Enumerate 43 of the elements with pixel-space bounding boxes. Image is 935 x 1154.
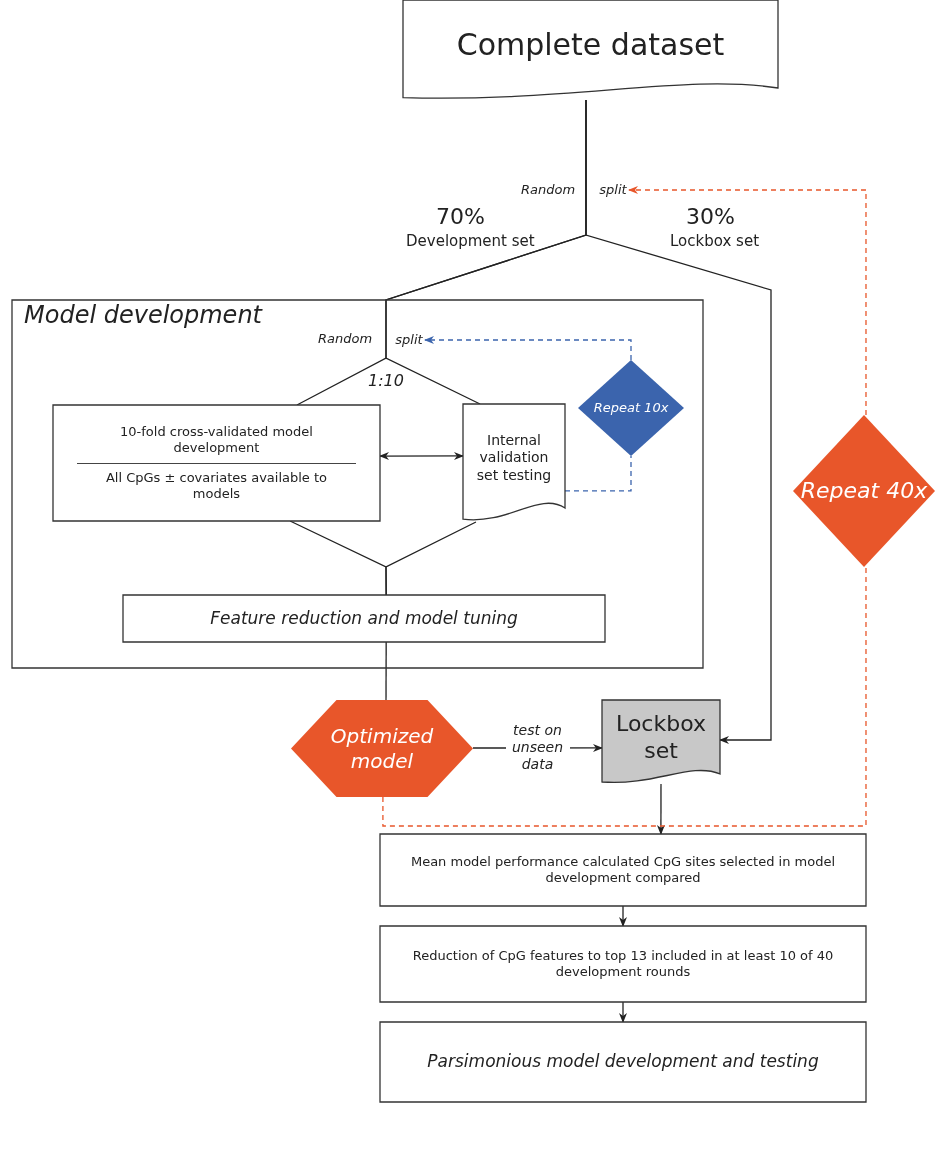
group-panel	[12, 300, 703, 668]
branch-label: Development set	[406, 232, 535, 250]
decision-diamond	[578, 360, 684, 456]
connector-line	[385, 641, 387, 701]
process-box	[53, 405, 380, 521]
split-label: Random	[318, 331, 373, 346]
node-title: Internal validation set testing	[475, 431, 553, 485]
decision-diamond	[793, 415, 935, 567]
split-label: split	[395, 331, 423, 349]
split-label: Random	[521, 182, 576, 197]
document-shape	[403, 0, 778, 100]
process-box	[380, 926, 866, 1002]
process-box	[123, 595, 605, 642]
connector-line	[385, 521, 477, 596]
node-title: Lockbox set	[615, 709, 707, 765]
connector-line	[656, 783, 665, 835]
hexagon-shape	[291, 700, 473, 797]
process-box	[380, 834, 866, 906]
ratio-label: 1:10	[368, 371, 404, 390]
node-title: 10-fold cross-validated model development	[119, 424, 314, 457]
connector-line	[379, 451, 464, 461]
dashed-arrow	[424, 336, 632, 361]
document-shape	[602, 700, 720, 784]
connector-line	[619, 905, 627, 927]
connector-line	[619, 1001, 627, 1023]
node-title: Optimized model	[329, 723, 435, 774]
node-title: Feature reduction and model tuning	[209, 607, 519, 630]
document-shape	[463, 404, 565, 522]
node-title: Mean model performance calculated CpG sites selected in model development compared	[409, 853, 837, 887]
branch-label: Lockbox set	[670, 232, 759, 250]
split-label: split	[599, 181, 627, 199]
connector-line	[585, 99, 772, 744]
node-title: Model development	[23, 300, 262, 330]
node-title: Parsimonious model development and testing	[426, 1051, 820, 1073]
node-title: Repeat 10x	[592, 399, 670, 417]
dashed-arrow	[628, 186, 867, 416]
branch-label: 70%	[436, 204, 485, 229]
branch-label: 30%	[686, 204, 735, 229]
process-box	[380, 1022, 866, 1102]
node-title: Repeat 40x	[799, 477, 929, 505]
node-title: Reduction of CpG features to top 13 included in at least 10 of 40 development rounds	[411, 947, 835, 981]
node-title: Complete dataset	[455, 26, 726, 64]
node-text: All CpGs ± covariates available to models	[77, 462, 356, 502]
